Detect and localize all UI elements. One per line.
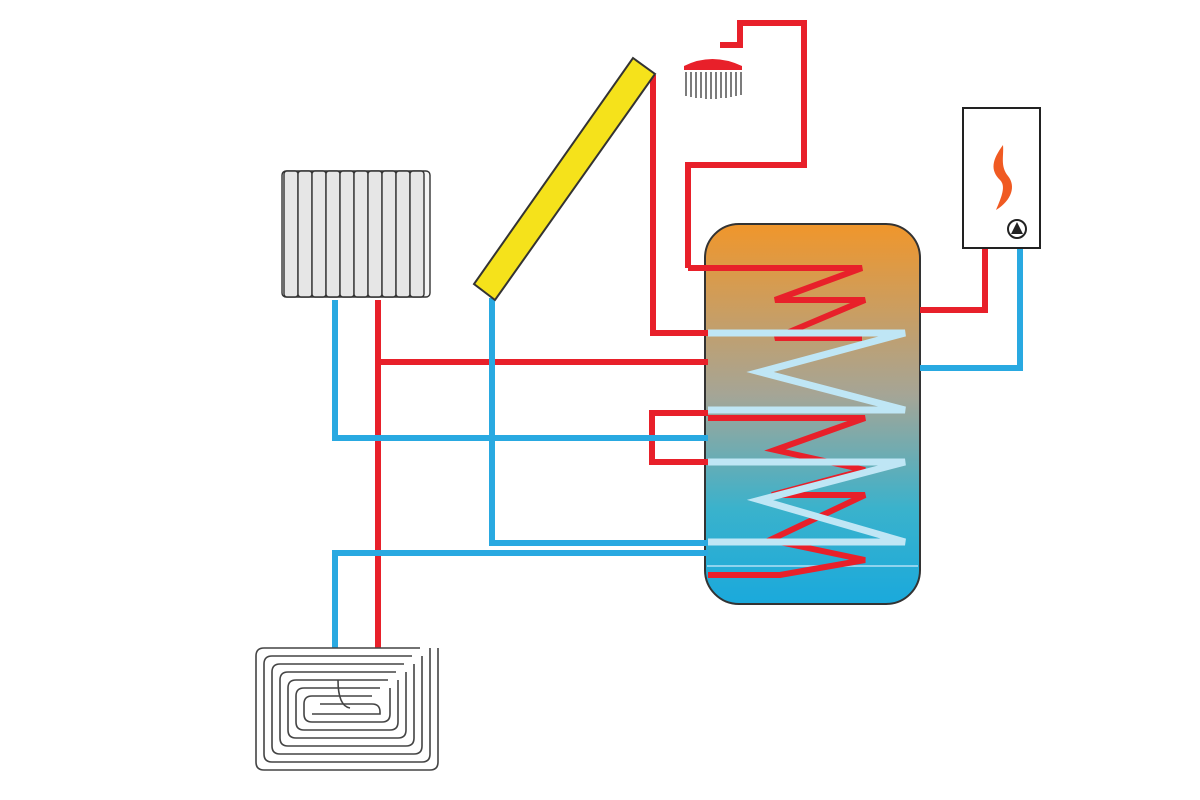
boiler-hot-pipe [920,248,988,313]
shower-hot-pipe [685,20,807,268]
shower-head-icon [684,59,742,99]
domestic-water-coil [708,329,906,414]
radiator-cold-pipe [332,300,708,441]
pump-icon [1007,219,1027,239]
solar-hot-pipe [648,75,708,336]
flame-icon [993,145,1012,210]
solar-coil [708,415,867,578]
solar-cold-pipe [489,298,708,546]
boiler-coil [688,265,867,341]
domestic-water-coil-lower [708,458,906,546]
boiler-cold-pipe [920,248,1023,371]
solar-panel-icon [472,56,657,302]
pipes [332,20,1023,648]
underfloor-heating-icon [255,647,439,771]
floor-cold-pipe [332,550,708,648]
radiator-icon [281,170,431,298]
